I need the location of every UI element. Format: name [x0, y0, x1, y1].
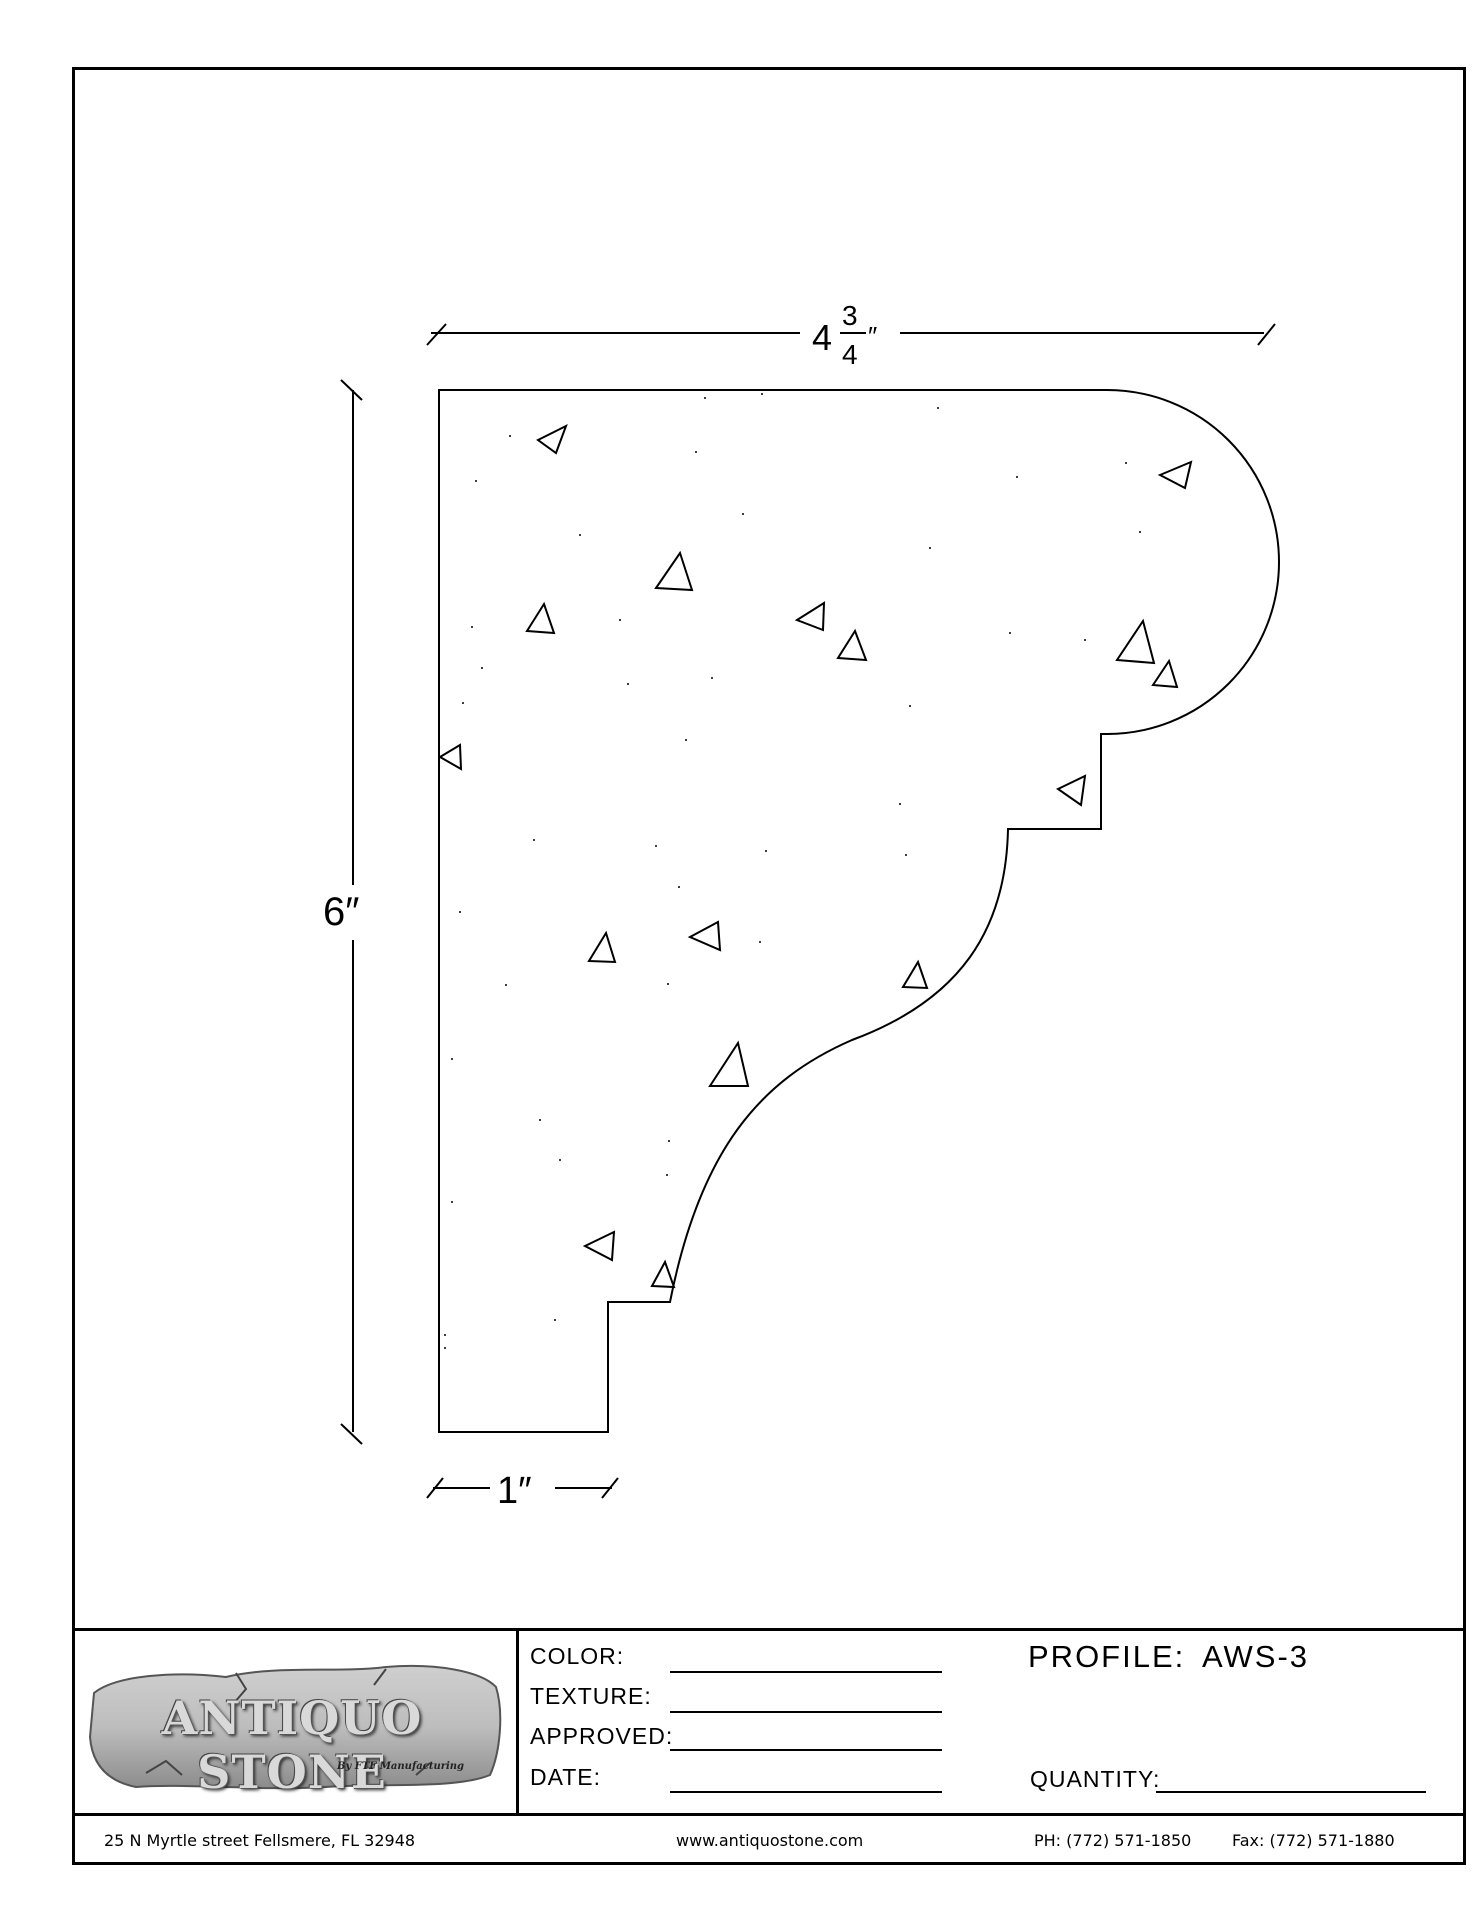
title-block: ANTIQUO STONE By FTF Manufacturing COLOR… [72, 1628, 1466, 1813]
step-dimension-line [426, 1477, 619, 1499]
quantity-field[interactable] [1156, 1791, 1426, 1793]
width-dimension-unit: ″ [868, 321, 877, 351]
footer: 25 N Myrtle street Fellsmere, FL 32948 w… [72, 1813, 1466, 1865]
texture-field[interactable] [670, 1711, 942, 1713]
color-field[interactable] [670, 1671, 942, 1673]
footer-phone: PH: (772) 571-1850 [1034, 1831, 1192, 1850]
footer-fax: Fax: (772) 571-1880 [1232, 1831, 1395, 1850]
footer-address: 25 N Myrtle street Fellsmere, FL 32948 [104, 1831, 416, 1850]
height-dimension-label: 6″ [323, 890, 359, 934]
approved-field[interactable] [670, 1749, 942, 1751]
width-dimension-denominator: 4 [842, 339, 858, 370]
profile-label: PROFILE: [1028, 1639, 1186, 1674]
width-dimension-line [426, 323, 1276, 346]
width-dimension-numerator: 3 [842, 300, 858, 331]
date-field[interactable] [670, 1791, 942, 1793]
stone-texture-dots [444, 393, 1141, 1349]
date-label: DATE: [530, 1764, 602, 1790]
height-dimension-line [340, 379, 363, 1445]
logo-subtext: By FTF Manufacturing [337, 1761, 465, 1772]
texture-label: TEXTURE: [530, 1683, 652, 1709]
approved-label: APPROVED: [530, 1723, 674, 1749]
profile-drawing: 4 3 4 ″ 6″ 1″ [323, 300, 1280, 1512]
width-dimension-whole: 4 [812, 317, 832, 358]
profile-value: AWS-3 [1202, 1639, 1310, 1674]
step-dimension-label: 1″ [497, 1470, 532, 1512]
logo-cell: ANTIQUO STONE By FTF Manufacturing [72, 1631, 519, 1813]
quantity-label: QUANTITY: [1030, 1766, 1161, 1792]
profile-outline [438, 389, 1280, 1433]
stone-texture-marks [438, 423, 1193, 1289]
color-label: COLOR: [530, 1643, 625, 1669]
logo-text: ANTIQUO STONE [161, 1691, 423, 1799]
stone-logo-image [88, 1664, 502, 1790]
drawing-border [72, 67, 1466, 1865]
footer-website[interactable]: www.antiquostone.com [676, 1831, 864, 1850]
